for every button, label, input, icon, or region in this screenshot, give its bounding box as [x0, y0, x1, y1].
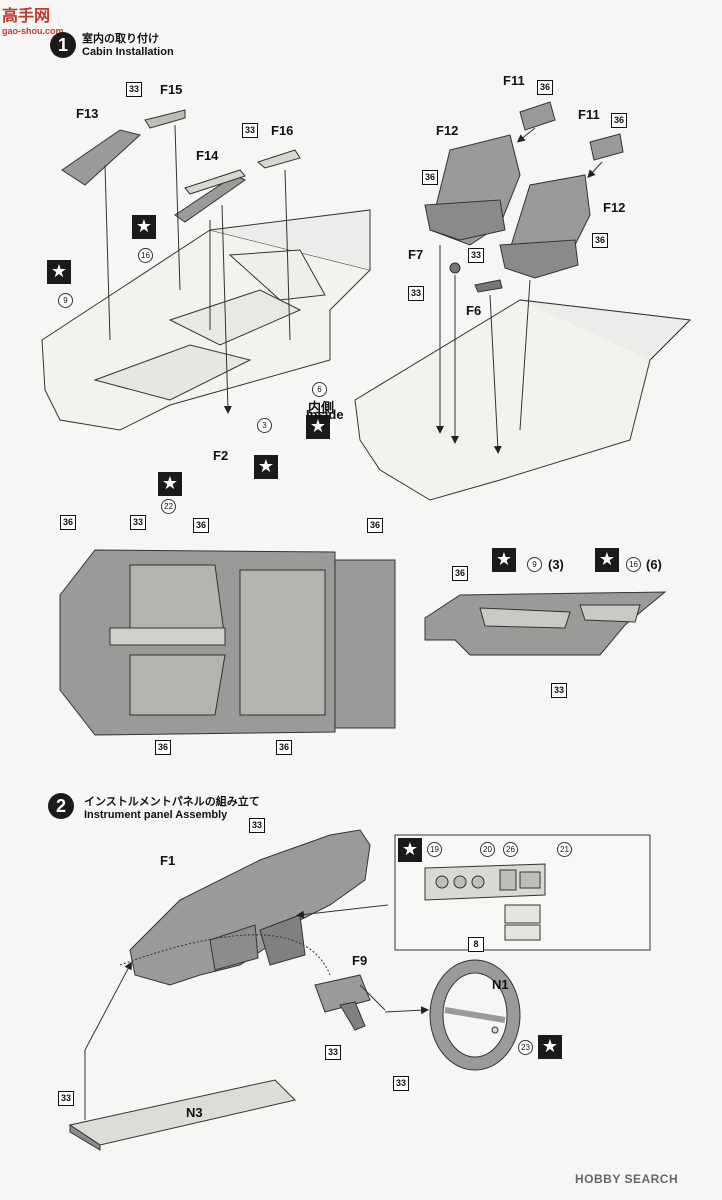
color-code-36: 36	[452, 566, 468, 581]
step-2-title-jp: インストルメントパネルの組み立て	[84, 795, 260, 808]
color-code-33: 33	[249, 818, 265, 833]
color-code-8: 8	[468, 937, 484, 952]
label-n3: N3	[186, 1105, 203, 1120]
watermark-top: 高手网 gao-shou.com	[2, 2, 64, 36]
label-part-6-paren: (6)	[646, 557, 662, 572]
star-icon: ★	[158, 472, 182, 496]
label-f11-a: F11	[503, 73, 525, 88]
color-code-33: 33	[468, 248, 484, 263]
star-icon: ★	[492, 548, 516, 572]
star-icon: ★	[306, 415, 330, 439]
part-3: 3	[257, 418, 272, 433]
part-16: 16	[138, 248, 153, 263]
part-22: 22	[161, 499, 176, 514]
part-16: 16	[626, 557, 641, 572]
label-f16: F16	[271, 123, 294, 138]
part-21: 21	[557, 842, 572, 857]
step-1-title-en: Cabin Installation	[82, 46, 174, 58]
part-f6	[474, 279, 503, 293]
watermark-logo: 高手网	[2, 8, 51, 25]
color-code-33: 33	[551, 683, 567, 698]
color-code-33: 33	[408, 286, 424, 301]
color-code-36: 36	[193, 518, 209, 533]
part-23: 23	[518, 1040, 533, 1055]
part-6: 6	[312, 382, 327, 397]
color-code-33: 33	[325, 1045, 341, 1060]
headrest-f11-a	[519, 101, 556, 131]
color-code-36: 36	[611, 113, 627, 128]
step-2-title: インストルメントパネルの組み立て Instrument panel Assemb…	[84, 793, 260, 821]
step-1-title: 室内の取り付け Cabin Installation	[82, 30, 174, 58]
part-f14	[174, 174, 246, 223]
label-n1: N1	[492, 977, 509, 992]
part-f7	[449, 262, 461, 274]
color-code-36: 36	[60, 515, 76, 530]
step-number-2: 2	[48, 793, 74, 819]
star-icon: ★	[398, 838, 422, 862]
part-9: 9	[58, 293, 73, 308]
part-26: 26	[503, 842, 518, 857]
part-20: 20	[480, 842, 495, 857]
label-f2: F2	[213, 448, 229, 463]
star-icon: ★	[595, 548, 619, 572]
star-icon: ★	[254, 455, 278, 479]
color-code-36: 36	[155, 740, 171, 755]
steering-column-f9	[314, 974, 371, 1013]
color-code-36: 36	[537, 80, 553, 95]
part-f16	[256, 149, 301, 169]
headrest-f11-b	[589, 133, 624, 161]
color-code-36: 36	[367, 518, 383, 533]
color-code-36: 36	[422, 170, 438, 185]
label-f12-b: F12	[603, 200, 626, 215]
dashboard-f1	[129, 829, 371, 986]
star-icon: ★	[47, 260, 71, 284]
label-part-3-paren: (3)	[548, 557, 564, 572]
label-f12-a: F12	[436, 123, 459, 138]
label-f9: F9	[352, 953, 368, 968]
watermark-url: gao-shou.com	[2, 26, 64, 36]
color-code-33: 33	[58, 1091, 74, 1106]
label-f15: F15	[160, 82, 183, 97]
footer-brand: HOBBY SEARCH	[575, 1172, 679, 1186]
label-f6: F6	[466, 303, 482, 318]
label-inside-jp: 内側	[308, 400, 335, 415]
label-f11-b: F11	[578, 107, 600, 122]
color-code-33: 33	[126, 82, 142, 97]
part-19: 19	[427, 842, 442, 857]
part-f15	[144, 109, 186, 129]
label-f1: F1	[160, 853, 176, 868]
star-icon: ★	[132, 215, 156, 239]
step-2-title-en: Instrument panel Assembly	[84, 809, 228, 821]
color-code-33: 33	[130, 515, 146, 530]
step-1-title-jp: 室内の取り付け	[82, 32, 159, 45]
color-code-33: 33	[242, 123, 258, 138]
label-f13: F13	[76, 106, 99, 121]
label-f7: F7	[408, 247, 424, 262]
part-23	[491, 1026, 499, 1034]
label-inside-en: Inside	[306, 407, 344, 422]
color-code-33: 33	[393, 1076, 409, 1091]
label-f14: F14	[196, 148, 219, 163]
step-number-1: 1	[50, 32, 76, 58]
part-n3	[68, 1079, 296, 1146]
part-f13	[61, 129, 142, 186]
part-9: 9	[527, 557, 542, 572]
color-code-36: 36	[592, 233, 608, 248]
star-icon: ★	[538, 1035, 562, 1059]
color-code-36: 36	[276, 740, 292, 755]
